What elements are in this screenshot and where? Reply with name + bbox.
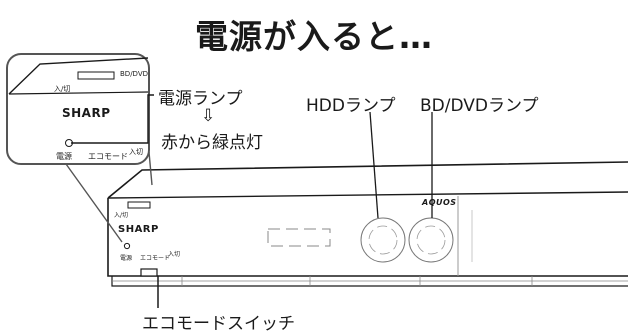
hdd-lamp-label: HDDランプ xyxy=(306,96,396,116)
device-input-label: 入/切 xyxy=(114,212,129,219)
device-model-logo: AQUOS xyxy=(422,198,457,207)
inset-power-label: 電源 xyxy=(56,152,72,161)
inset-door-label: BD/DVD xyxy=(120,70,148,78)
bd-dvd-lamp-label: BD/DVDランプ xyxy=(420,96,539,116)
inset-eco-label: エコモード xyxy=(88,152,128,161)
inset-magnified-view xyxy=(6,53,150,165)
recorder-front-panel xyxy=(107,161,628,287)
device-eco-marks: 入切 xyxy=(168,251,181,258)
page-title: 電源が入ると… xyxy=(195,17,433,56)
inset-input-label: 入/切 xyxy=(54,85,71,93)
inset-brand-logo: SHARP xyxy=(62,106,111,120)
inset-eco-marks: 入切 xyxy=(129,148,143,156)
device-eco-label: エコモード xyxy=(140,255,171,262)
power-lamp-label: 電源ランプ xyxy=(158,89,243,109)
device-power-label: 電源 xyxy=(120,255,133,262)
power-lamp-change-label: 赤から緑点灯 xyxy=(161,133,263,153)
bd-dvd-lamp-marker xyxy=(408,217,454,263)
hdd-lamp-marker xyxy=(360,217,406,263)
down-arrow-icon: ⇩ xyxy=(201,106,216,126)
device-brand-logo: SHARP xyxy=(118,224,159,235)
eco-mode-switch-label: エコモードスイッチ xyxy=(142,314,295,334)
